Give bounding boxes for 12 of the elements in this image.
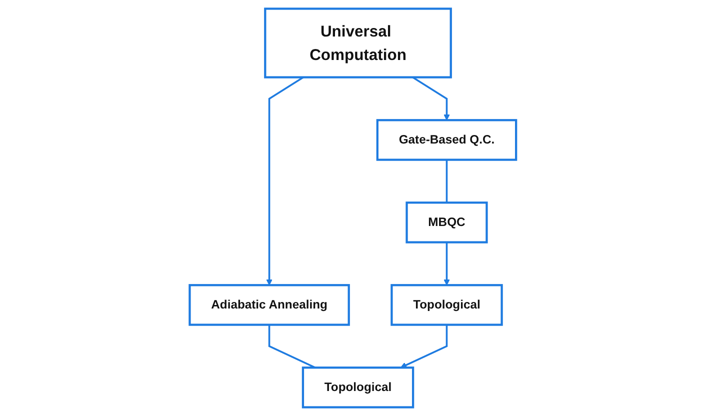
arrow	[400, 324, 448, 368]
node-box: MBQC	[405, 202, 488, 244]
node-box: Topological	[390, 284, 502, 326]
arrow	[412, 76, 450, 120]
node-box: Adiabatic Annealing	[188, 284, 350, 326]
node-box: Gate-Based Q.C.	[376, 119, 517, 161]
connector	[445, 160, 448, 203]
node-box: Topological	[301, 366, 414, 408]
arrow	[443, 242, 450, 286]
arrow	[266, 76, 304, 286]
connector	[268, 324, 316, 368]
node-box: Universal Computation	[264, 8, 452, 78]
